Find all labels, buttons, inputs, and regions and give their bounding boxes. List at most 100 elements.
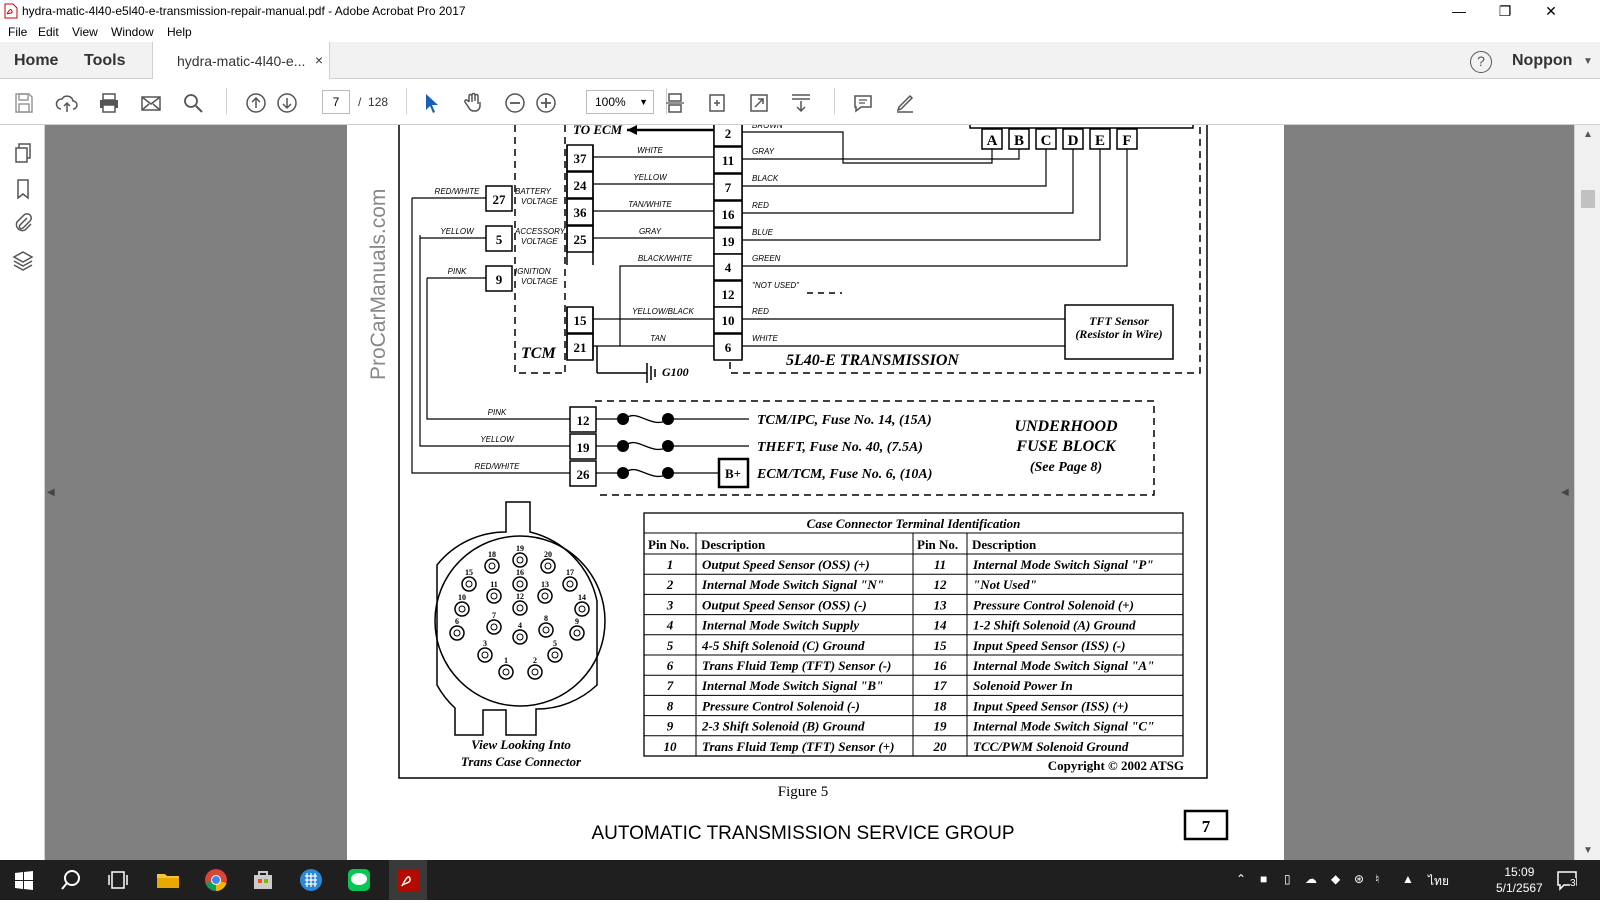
input-language[interactable]: ไทย bbox=[1428, 874, 1449, 888]
zoom-select[interactable]: 100%▼ bbox=[586, 90, 654, 114]
fuse-label: THEFT, Fuse No. 40, (7.5A) bbox=[757, 440, 923, 455]
acrobat-taskbar-icon[interactable] bbox=[389, 860, 427, 900]
transmission-pin-number: 11 bbox=[722, 153, 734, 168]
menu-window[interactable]: Window bbox=[111, 25, 154, 39]
line-app-icon[interactable] bbox=[345, 866, 373, 894]
document-tab[interactable]: hydra-matic-4l40-e... × bbox=[152, 42, 330, 80]
tft-sensor-box bbox=[1064, 304, 1174, 360]
scrolling-mode-icon[interactable] bbox=[663, 91, 687, 115]
collapse-right-panel-icon[interactable]: ◀ bbox=[1561, 487, 1569, 498]
collapse-left-panel-icon[interactable]: ◀ bbox=[47, 487, 55, 498]
email-icon[interactable] bbox=[139, 91, 163, 115]
upload-cloud-icon[interactable] bbox=[55, 91, 79, 115]
tab-tools[interactable]: Tools bbox=[84, 52, 126, 69]
table-description-cell: "Not Used" bbox=[973, 577, 1037, 592]
connector-pin-number: 5 bbox=[553, 639, 557, 648]
zoom-in-icon[interactable] bbox=[534, 91, 558, 115]
page-number-input[interactable]: 7 bbox=[322, 90, 350, 114]
connector-pin-hole bbox=[516, 633, 524, 641]
fuse-terminal bbox=[617, 440, 629, 452]
read-mode-icon[interactable] bbox=[789, 91, 813, 115]
connector-pin-hole bbox=[488, 562, 496, 570]
help-icon[interactable]: ? bbox=[1470, 51, 1492, 73]
table-pin-cell: 4 bbox=[666, 618, 674, 633]
onedrive-cloud-icon[interactable]: ☁ bbox=[1305, 872, 1317, 886]
table-pin-cell: 16 bbox=[934, 658, 948, 673]
table-pin-cell: 5 bbox=[667, 638, 674, 653]
menu-help[interactable]: Help bbox=[167, 25, 192, 39]
search-icon[interactable] bbox=[57, 866, 85, 894]
dropbox-icon[interactable]: ◆ bbox=[1331, 872, 1341, 886]
bookmarks-icon[interactable] bbox=[11, 177, 35, 201]
restore-button[interactable]: ❐ bbox=[1498, 3, 1512, 19]
connector-pin-number: 18 bbox=[488, 550, 496, 559]
line-tray-icon[interactable]: ■ bbox=[1260, 872, 1268, 886]
battery-positive-box bbox=[717, 457, 750, 489]
fuse-wire bbox=[596, 468, 719, 478]
power-pin-group: 27BATTERYVOLTAGERED/WHITE5ACCESSORYVOLTA… bbox=[412, 185, 566, 292]
volume-icon[interactable]: ♮ bbox=[1375, 872, 1380, 886]
connector-letter: D bbox=[1068, 133, 1079, 149]
menu-view[interactable]: View bbox=[72, 25, 98, 39]
app-icon[interactable] bbox=[297, 866, 325, 894]
scroll-down-icon[interactable]: ▼ bbox=[1583, 845, 1593, 856]
task-view-icon[interactable] bbox=[104, 866, 132, 894]
table-pin-cell: 7 bbox=[667, 678, 674, 693]
tcm-pin-box bbox=[566, 144, 594, 172]
hand-tool-icon[interactable] bbox=[461, 91, 485, 115]
store-icon[interactable] bbox=[249, 866, 277, 894]
table-pin-cell: 8 bbox=[667, 698, 674, 713]
select-tool-icon[interactable] bbox=[419, 91, 443, 115]
usb-icon[interactable]: ▯ bbox=[1284, 872, 1291, 886]
wire-color-label: TAN bbox=[650, 334, 666, 343]
bluetooth-icon[interactable]: ⊛ bbox=[1354, 872, 1365, 886]
print-icon[interactable] bbox=[97, 91, 121, 115]
chevron-down-icon[interactable]: ▼ bbox=[1583, 56, 1593, 67]
scroll-up-icon[interactable]: ▲ bbox=[1583, 129, 1593, 140]
vertical-scrollbar[interactable]: ▲ ▼ bbox=[1574, 125, 1600, 860]
connector-letter: F bbox=[1122, 133, 1131, 149]
power-label: VOLTAGE bbox=[521, 197, 558, 206]
minimize-button[interactable]: — bbox=[1452, 3, 1466, 19]
notifications-icon[interactable]: 3 bbox=[1555, 869, 1579, 891]
transmission-pin-number: 16 bbox=[722, 207, 736, 222]
pen-icon[interactable] bbox=[893, 91, 917, 115]
search-icon[interactable] bbox=[181, 91, 205, 115]
menu-edit[interactable]: Edit bbox=[38, 25, 59, 39]
connector-pin-number: 10 bbox=[458, 593, 466, 602]
connector-pin bbox=[486, 588, 502, 604]
save-icon[interactable] bbox=[12, 91, 36, 115]
chrome-icon[interactable] bbox=[202, 866, 230, 894]
zoom-out-icon[interactable] bbox=[503, 91, 527, 115]
rotate-icon[interactable] bbox=[705, 91, 729, 115]
full-screen-icon[interactable] bbox=[747, 91, 771, 115]
page-thumbnails-icon[interactable] bbox=[11, 141, 35, 165]
close-tab-icon[interactable]: × bbox=[314, 52, 323, 68]
next-page-icon[interactable] bbox=[275, 91, 299, 115]
transmission-pin-number: 4 bbox=[725, 260, 732, 275]
windows-start-icon[interactable] bbox=[10, 866, 38, 894]
connector-pin-hole bbox=[465, 580, 473, 588]
table-description-cell: Internal Mode Switch Signal "N" bbox=[701, 577, 884, 592]
close-button[interactable]: ✕ bbox=[1545, 3, 1557, 19]
wire-color-label: PINK bbox=[488, 408, 507, 417]
table-description-cell: 2-3 Shift Solenoid (B) Ground bbox=[701, 719, 865, 734]
connector-pin bbox=[484, 558, 500, 574]
file-explorer-icon[interactable] bbox=[154, 866, 182, 894]
transmission-pin-number: 19 bbox=[722, 234, 736, 249]
show-hidden-icons-icon[interactable]: ⌃ bbox=[1236, 872, 1247, 886]
user-name[interactable]: Noppon bbox=[1512, 52, 1573, 69]
scroll-thumb[interactable] bbox=[1581, 190, 1595, 208]
connector-pin-number: 4 bbox=[518, 621, 522, 630]
previous-page-icon[interactable] bbox=[244, 91, 268, 115]
menu-file[interactable]: File bbox=[8, 25, 28, 39]
comment-icon[interactable] bbox=[851, 91, 875, 115]
layers-icon[interactable] bbox=[11, 249, 35, 273]
tab-home[interactable]: Home bbox=[14, 52, 59, 69]
page-separator: / bbox=[358, 95, 362, 109]
network-icon[interactable]: ▲ bbox=[1402, 872, 1414, 886]
connector-letter: C bbox=[1041, 133, 1052, 149]
attachments-icon[interactable] bbox=[11, 211, 35, 235]
